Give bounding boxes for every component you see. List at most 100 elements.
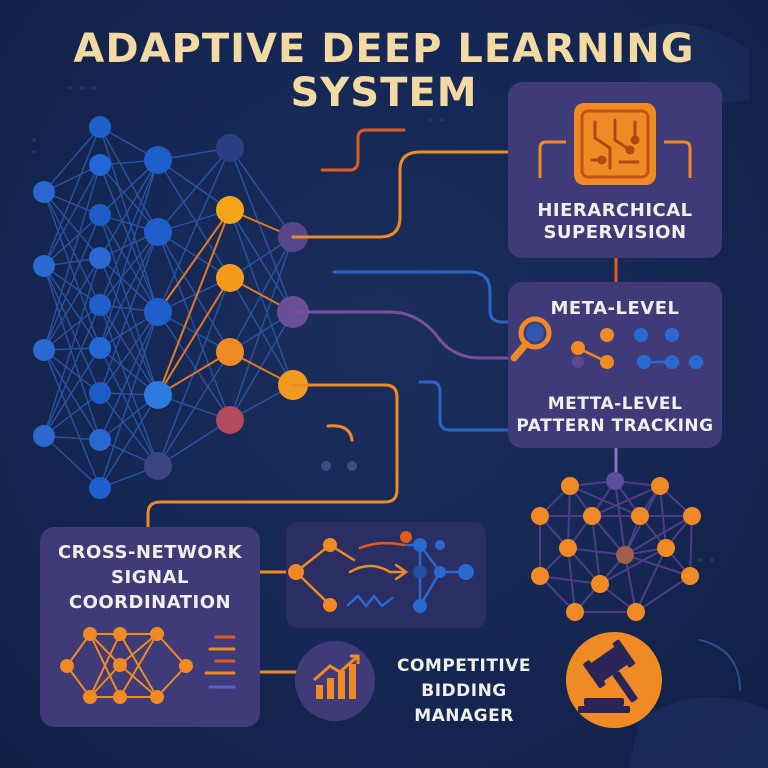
network-node bbox=[583, 507, 601, 525]
network-node bbox=[216, 406, 244, 434]
hierarchical-supervision-label: HIERARCHICAL SUPERVISION bbox=[508, 200, 722, 244]
network-edge bbox=[99, 214, 159, 396]
network-node bbox=[89, 477, 111, 499]
network-edge bbox=[591, 485, 661, 517]
meta-label-line2: PATTERN TRACKING bbox=[516, 416, 714, 436]
network-node bbox=[89, 429, 111, 451]
network-edge bbox=[99, 231, 159, 349]
network-edge bbox=[689, 515, 693, 577]
network-node bbox=[216, 134, 244, 162]
network-edge bbox=[157, 311, 231, 421]
network-node bbox=[179, 659, 193, 673]
gavel-icon bbox=[566, 632, 662, 728]
network-edge bbox=[99, 304, 159, 467]
network-edge bbox=[157, 231, 231, 421]
network-edge bbox=[99, 159, 159, 259]
network-edge bbox=[156, 665, 187, 698]
network-edge bbox=[43, 265, 101, 306]
network-edge bbox=[89, 633, 121, 666]
network-node bbox=[616, 546, 634, 564]
network-edge bbox=[624, 554, 637, 613]
network-node bbox=[113, 627, 127, 641]
network-edge bbox=[157, 147, 231, 313]
network-edge bbox=[43, 164, 101, 351]
network-edge bbox=[43, 392, 101, 437]
cross-label-line3: COORDINATION bbox=[68, 592, 232, 613]
network-edge bbox=[89, 664, 121, 698]
meta-level-label: METTA-LEVEL PATTERN TRACKING bbox=[508, 393, 722, 437]
network-node bbox=[89, 382, 111, 404]
cross-network-box bbox=[40, 527, 260, 727]
network-edge bbox=[157, 419, 231, 467]
network-edge bbox=[43, 257, 101, 437]
magnifier-icon bbox=[510, 316, 552, 362]
network-edge bbox=[229, 209, 294, 313]
page-title-line2: SYSTEM bbox=[290, 70, 478, 116]
network-node bbox=[144, 381, 172, 409]
network-edge bbox=[229, 209, 294, 386]
network-edge bbox=[43, 349, 101, 441]
network-edge bbox=[43, 191, 101, 349]
signal-panel bbox=[286, 522, 486, 628]
network-edge bbox=[157, 209, 231, 313]
network-edge bbox=[43, 435, 101, 489]
network-node bbox=[89, 247, 111, 269]
network-edge bbox=[567, 547, 626, 556]
network-edge bbox=[99, 126, 159, 233]
network-edge bbox=[157, 231, 231, 353]
network-edge bbox=[89, 633, 121, 698]
network-edge bbox=[99, 159, 159, 306]
network-node bbox=[89, 204, 111, 226]
network-node bbox=[606, 472, 624, 490]
network-edge bbox=[99, 231, 159, 394]
meta-label-line1: METTA-LEVEL bbox=[547, 394, 683, 414]
network-node bbox=[631, 507, 649, 525]
network-node bbox=[559, 539, 577, 557]
network-edge bbox=[229, 147, 294, 238]
background-shape bbox=[628, 697, 768, 768]
competitive-bidding-label: COMPETITIVE BIDDING MANAGER bbox=[384, 654, 544, 729]
network-node bbox=[651, 477, 669, 495]
network-node bbox=[591, 575, 609, 593]
network-edge bbox=[43, 349, 101, 489]
bidding-label-line1: COMPETITIVE bbox=[396, 656, 532, 676]
right-network-nodes bbox=[531, 472, 701, 621]
hierarchical-label-line1: HIERARCHICAL bbox=[537, 200, 693, 221]
meta-level-box bbox=[508, 282, 722, 448]
network-edge bbox=[229, 236, 294, 421]
network-edge bbox=[229, 311, 294, 421]
network-node bbox=[531, 507, 549, 525]
network-node bbox=[33, 181, 55, 203]
network-edge bbox=[635, 575, 691, 613]
network-edge bbox=[157, 351, 231, 467]
network-node bbox=[657, 539, 675, 557]
small-dots bbox=[321, 461, 357, 471]
network-edge bbox=[539, 575, 601, 585]
network-node bbox=[144, 452, 172, 480]
network-edge bbox=[99, 126, 159, 313]
network-node bbox=[144, 218, 172, 246]
pattern-graph bbox=[571, 328, 703, 369]
network-edge bbox=[614, 480, 626, 556]
network-node bbox=[216, 264, 244, 292]
background-decor bbox=[32, 86, 714, 562]
network-edge bbox=[99, 159, 159, 349]
network-edge bbox=[157, 159, 231, 211]
network-edge bbox=[43, 347, 101, 437]
bidding-label-line3: MANAGER bbox=[414, 706, 514, 726]
bidding-label-line2: BIDDING bbox=[421, 681, 507, 701]
list-lines-icon bbox=[204, 635, 236, 689]
network-edge bbox=[43, 265, 101, 349]
network-node bbox=[60, 659, 74, 673]
growth-chart-icon bbox=[295, 641, 375, 721]
hierarchical-label-line2: SUPERVISION bbox=[543, 222, 687, 243]
network-edge bbox=[119, 633, 158, 698]
network-edge bbox=[157, 277, 231, 396]
network-edge bbox=[599, 547, 667, 585]
neural-network-nodes bbox=[33, 116, 309, 499]
network-node bbox=[83, 627, 97, 641]
network-edge bbox=[569, 485, 641, 517]
network-node bbox=[113, 690, 127, 704]
network-edge bbox=[99, 311, 159, 394]
